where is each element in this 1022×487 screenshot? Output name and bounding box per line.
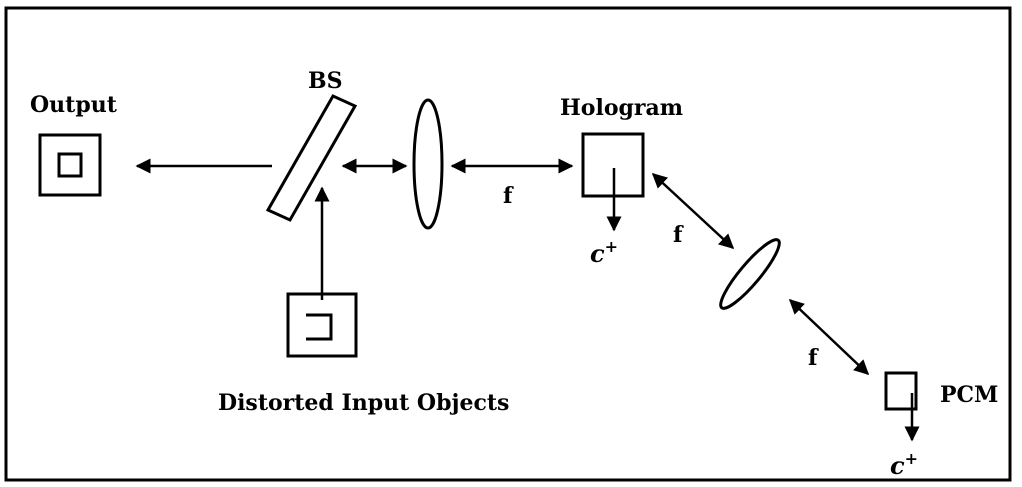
fourier-lens — [412, 98, 444, 230]
output-image — [38, 133, 102, 197]
figure-frame — [4, 6, 1012, 482]
hologram-label: Hologram — [560, 95, 683, 121]
output-label: Output — [30, 92, 118, 118]
pcm-box — [884, 371, 918, 411]
lens2-pcm-beam-arrow — [788, 298, 870, 376]
input-objects-label: Distorted Input Objects — [218, 390, 509, 416]
pcm-c-plus-label: c+ — [890, 449, 918, 480]
focal-length-label-3: f — [808, 345, 819, 371]
tilted-lens — [719, 238, 781, 310]
beam-splitter — [265, 94, 358, 222]
focal-length-label-2: f — [673, 222, 684, 248]
hologram-lens2-beam-arrow — [651, 172, 735, 250]
distorted-input-object — [286, 292, 358, 358]
bs-label: BS — [308, 68, 342, 94]
pcm-label: PCM — [940, 382, 998, 408]
focal-length-label-1: f — [503, 183, 514, 209]
hologram-c-plus-label: c+ — [590, 237, 618, 268]
